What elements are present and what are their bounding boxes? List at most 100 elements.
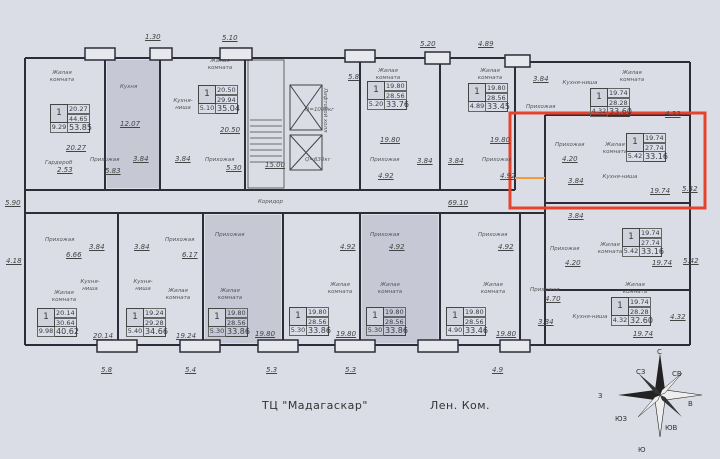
floor-area: 44.65 (68, 114, 90, 123)
room-label: Жилая комната (49, 70, 75, 83)
dimension-label: 3.84 (89, 243, 105, 251)
dimension-label: 20.14 (93, 332, 114, 340)
dimension-label: 3.84 (568, 212, 584, 220)
room-label: Жилая комната (622, 282, 648, 295)
floor-area: 29.28 (144, 318, 166, 327)
dimension-label: 4.20 (562, 155, 578, 163)
dimension-label: 4.92 (498, 243, 514, 251)
dimension-label: 4.9 (492, 366, 504, 374)
total-area: 33.16 (640, 247, 664, 257)
total-area: 33.60 (608, 107, 632, 117)
dimension-label: 20.27 (66, 144, 87, 152)
dimension-label: 3.84 (568, 177, 584, 185)
total-area: 32.60 (629, 316, 653, 326)
dimension-label: 19.74 (633, 330, 654, 338)
floor-area: 29.94 (216, 95, 238, 104)
dimension-label: 15.00 (265, 161, 286, 169)
kitchen-area: 4.32 (590, 107, 608, 117)
dimension-label: 5.30 (226, 164, 242, 172)
lift-hall-label: Лифтовой холл (322, 88, 328, 133)
rooms-count: 1 (367, 81, 385, 100)
kitchen-area: 4.32 (611, 316, 629, 326)
room-label: Гардероб (45, 160, 73, 166)
rooms-count: 1 (590, 88, 608, 107)
compass-south-label: Ю (638, 446, 646, 454)
dimension-label: 19.80 (496, 330, 517, 338)
lift-label: Q=630кг (305, 157, 331, 163)
living-area: 19.74 (608, 88, 630, 98)
dimension-label: 5.42 (682, 185, 698, 193)
room-label: Кухня (120, 84, 138, 90)
dimension-label: 3.84 (533, 75, 549, 83)
dimension-label: 3.84 (134, 243, 150, 251)
room-label: Кухня-ниша (602, 174, 638, 180)
room-label: Прихожая (526, 104, 556, 110)
dimension-label: 3.84 (448, 157, 464, 165)
floor-area: 28.56 (385, 91, 407, 100)
kitchen-shade (107, 60, 159, 188)
floor-area: 27.74 (644, 143, 666, 152)
dimension-label: 5.4 (185, 366, 197, 374)
total-area: 33.46 (464, 326, 488, 336)
corridor-label: Коридор (258, 199, 283, 205)
room-label: Прихожая (370, 157, 400, 163)
kitchen-area: 9.98 (37, 327, 55, 337)
top-dividers (104, 58, 516, 190)
total-area: 33.45 (486, 102, 510, 112)
kitchen-area: 5.20 (367, 100, 385, 110)
dimension-label: 4.32 (670, 313, 686, 321)
total-area: 33.86 (384, 326, 408, 336)
kitchen-area: 5.42 (622, 247, 640, 257)
total-area: 35.04 (216, 104, 240, 114)
dimension-label: 5.3 (266, 366, 278, 374)
compass-sw-label: ЮЗ (615, 415, 628, 423)
living-area: 20.14 (55, 308, 77, 318)
room-label: Жилая комната (377, 282, 403, 295)
living-area: 19.80 (464, 307, 486, 317)
dimension-label: 3.84 (175, 155, 191, 163)
dimension-label: 5.8 (101, 366, 113, 374)
floor-area: 28.56 (486, 93, 508, 102)
rooms-count: 1 (37, 308, 55, 327)
dimension-label: 6.66 (66, 251, 82, 259)
dimension-label: 5.3 (345, 366, 357, 374)
kitchen-area: 5.42 (626, 152, 644, 162)
floor-area: 27.74 (640, 238, 662, 247)
dimension-label: 19.74 (650, 187, 671, 195)
dimension-label: 5.20 (420, 40, 436, 48)
room-label: Жилая комната (327, 282, 353, 295)
dimension-label: 4.92 (340, 243, 356, 251)
dimension-label: 4.70 (545, 295, 561, 303)
kitchen-area: 4.89 (468, 102, 486, 112)
rooms-count: 1 (611, 297, 629, 316)
total-area: 33.86 (307, 326, 331, 336)
kitchen-area: 5.30 (289, 326, 307, 336)
kitchen-area: 5.30 (366, 326, 384, 336)
dimension-label: 19.74 (652, 259, 673, 267)
floor-area: 28.28 (629, 307, 651, 316)
right-wing-walls (544, 114, 690, 345)
dimension-label: 4.92 (378, 172, 394, 180)
floor-area: 28.56 (307, 317, 329, 326)
room-label: Кухня-ниша (173, 98, 193, 111)
dimension-label: 4.18 (6, 257, 22, 265)
room-label: Жилая комната (217, 288, 243, 301)
kitchen-area: 5.10 (198, 104, 216, 114)
dimension-label: 1.30 (145, 33, 161, 41)
mall-label: ТЦ "Мадагаскар" (262, 399, 368, 412)
floor-area: 28.56 (226, 318, 248, 327)
